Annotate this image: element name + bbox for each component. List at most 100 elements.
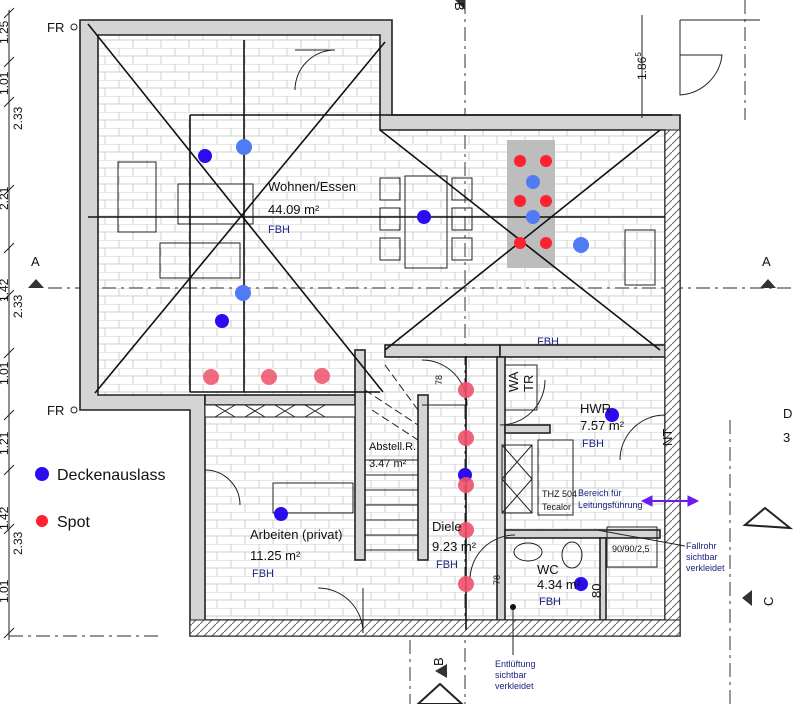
spot-dot <box>514 155 526 167</box>
dim-label: 1.01 <box>0 71 11 95</box>
dim-label: 2.33 <box>11 531 25 555</box>
svg-text:Bereich für: Bereich für <box>578 488 622 498</box>
heatpump-model-label: THZ 504 <box>542 489 577 499</box>
red-dot-icon <box>36 515 48 527</box>
furniture <box>117 161 658 569</box>
svg-text:44.09 m²: 44.09 m² <box>268 202 320 217</box>
svg-text:Entlüftung: Entlüftung <box>495 659 536 669</box>
section-b-bottom-label: B <box>431 657 446 666</box>
section-labels: A A B B C D 3 FR FR <box>31 2 792 666</box>
fr-label: FR <box>47 20 64 35</box>
spot-dot <box>540 237 552 249</box>
spot-dot <box>203 369 219 385</box>
legend-item-spot: Spot <box>36 514 90 531</box>
svg-text:verkleidet: verkleidet <box>686 563 725 573</box>
heatpump-brand-label: Tecalor <box>542 502 571 512</box>
dim-label: 2.33 <box>11 106 25 130</box>
room-arbeiten: Arbeiten (privat) 11.25 m² FBH <box>250 527 342 580</box>
legend-item-deckenauslass: Deckenauslass <box>35 467 166 484</box>
room-d-area-label: 3 <box>783 430 790 445</box>
svg-text:HWR: HWR <box>580 401 611 416</box>
dryer-label: TR <box>521 375 536 392</box>
dim-label: 2.21 <box>0 186 11 210</box>
outlet-dot <box>198 149 212 163</box>
section-d-label: D <box>783 406 792 421</box>
svg-text:Leitungsführung: Leitungsführung <box>578 500 643 510</box>
svg-text:3.47 m²: 3.47 m² <box>369 458 407 470</box>
dim-label: 2.33 <box>11 294 25 318</box>
room-hwr: HWR 7.57 m² FBH <box>580 401 625 450</box>
room-labels: Wohnen/Essen 44.09 m² FBH FBH HWR 7.57 m… <box>250 179 625 608</box>
svg-text:Diele: Diele <box>432 519 462 534</box>
dim-label: 1.42 <box>0 506 11 530</box>
blue-dot-icon <box>35 467 49 481</box>
section-a-right-label: A <box>762 254 771 269</box>
spot-dot <box>261 369 277 385</box>
svg-text:Wohnen/Essen: Wohnen/Essen <box>268 179 356 194</box>
svg-text:FBH: FBH <box>582 438 604 450</box>
outlet-dot <box>235 285 251 301</box>
svg-text:7.57 m²: 7.57 m² <box>580 418 625 433</box>
outlet-dot <box>274 507 288 521</box>
room-wc: WC 4.34 m² FBH <box>537 562 582 608</box>
dimension-labels-misc: 1.865 78 78 80 <box>434 15 649 598</box>
shower-size-label: 90/90/2,5 <box>612 544 650 554</box>
dimension-labels-left: 1.25 1.01 2.21 1.42 1.01 1.21 1.42 1.01 … <box>0 20 25 603</box>
outlet-dot <box>573 237 589 253</box>
washer-label: WA <box>506 371 521 392</box>
staircase <box>364 364 419 551</box>
outlet-dot <box>236 139 252 155</box>
fr-label: FR <box>47 403 64 418</box>
svg-text:sichtbar: sichtbar <box>495 670 527 680</box>
dim-wc-80: 80 <box>589 584 604 598</box>
spot-markers <box>203 155 552 592</box>
section-b-top-label: B <box>452 2 467 11</box>
dim-label: 1.21 <box>0 431 11 455</box>
svg-text:Spot: Spot <box>57 514 90 531</box>
nt-label: NT <box>660 429 675 446</box>
appliance-labels: WA TR NT THZ 504 Tecalor 90/90/2,5 <box>506 371 675 554</box>
svg-text:FBH: FBH <box>252 568 274 580</box>
outlet-dot <box>574 577 588 591</box>
svg-text:sichtbar: sichtbar <box>686 552 718 562</box>
spot-dot <box>514 237 526 249</box>
svg-text:WC: WC <box>537 562 559 577</box>
svg-text:FBH: FBH <box>268 224 290 236</box>
svg-text:Arbeiten (privat): Arbeiten (privat) <box>250 527 342 542</box>
spot-dot <box>458 576 474 592</box>
dim-top-right: 1.865 <box>634 52 649 80</box>
room-diele: Diele 9.23 m² FBH <box>432 519 477 571</box>
dim-label: 1.25 <box>0 20 11 44</box>
svg-text:4.34 m²: 4.34 m² <box>537 577 582 592</box>
spot-dot <box>514 195 526 207</box>
spot-dot <box>458 382 474 398</box>
dim-label: 1.01 <box>0 579 11 603</box>
section-c-label: C <box>761 597 776 606</box>
dim-label: 1.01 <box>0 361 11 385</box>
annotations: Bereich für Leitungsführung Fallrohr sic… <box>495 488 725 691</box>
dimension-chain-left <box>3 7 160 640</box>
svg-text:11.25 m²: 11.25 m² <box>250 548 301 563</box>
spot-dot <box>458 477 474 493</box>
section-a-left-label: A <box>31 254 40 269</box>
outlet-dot <box>215 314 229 328</box>
outlet-dot <box>526 175 540 189</box>
svg-text:9.23 m²: 9.23 m² <box>432 539 477 554</box>
outlet-dot <box>526 210 540 224</box>
kitchen-heating-label: FBH <box>537 336 559 348</box>
spot-dot <box>314 368 330 384</box>
outlet-dot <box>417 210 431 224</box>
section-marker-icons <box>28 0 793 704</box>
dim-door-78: 78 <box>434 375 444 385</box>
svg-text:FBH: FBH <box>539 596 561 608</box>
svg-text:Deckenauslass: Deckenauslass <box>57 467 166 484</box>
svg-text:Abstell.R.: Abstell.R. <box>369 441 416 453</box>
ceiling-outlet-markers <box>198 139 619 591</box>
dim-label: 1.42 <box>0 278 11 302</box>
spot-dot <box>458 430 474 446</box>
room-wohnen-essen: Wohnen/Essen 44.09 m² FBH <box>268 179 356 236</box>
room-abstellraum: Abstell.R. 3.47 m² <box>369 441 416 470</box>
walls <box>79 19 681 637</box>
